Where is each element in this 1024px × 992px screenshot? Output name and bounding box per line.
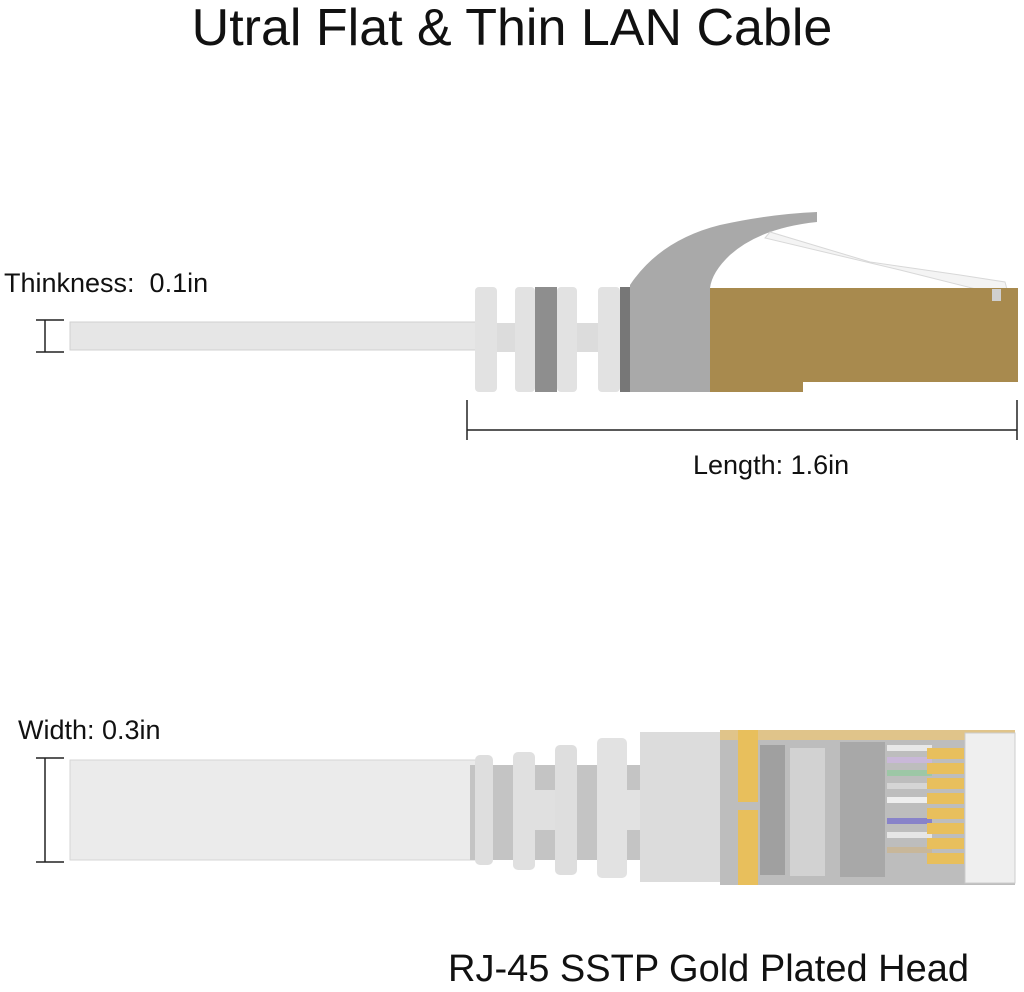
top-view-connector: [69, 730, 1016, 885]
width-dimension: [36, 757, 64, 863]
head-caption: RJ-45 SSTP Gold Plated Head: [448, 948, 970, 990]
top-housing: [640, 732, 720, 882]
length-dimension: [466, 400, 1018, 440]
side-housing: [630, 212, 817, 392]
side-boot: [475, 287, 635, 392]
side-view-connector: [69, 212, 1018, 392]
flat-cable: [69, 759, 481, 861]
top-boot: [470, 738, 645, 878]
thickness-dimension: [36, 319, 64, 353]
gold-contacts: [927, 748, 964, 864]
page-title: Utral Flat & Thin LAN Cable: [191, 0, 833, 57]
width-label: Width: 0.3in: [18, 715, 161, 745]
side-gold-shield: [710, 288, 1018, 392]
side-cable: [69, 321, 481, 351]
wire-stripes: [887, 745, 932, 853]
length-label: Length: 1.6in: [693, 450, 850, 480]
thickness-label: Thinkness: 0.1in: [4, 268, 209, 298]
